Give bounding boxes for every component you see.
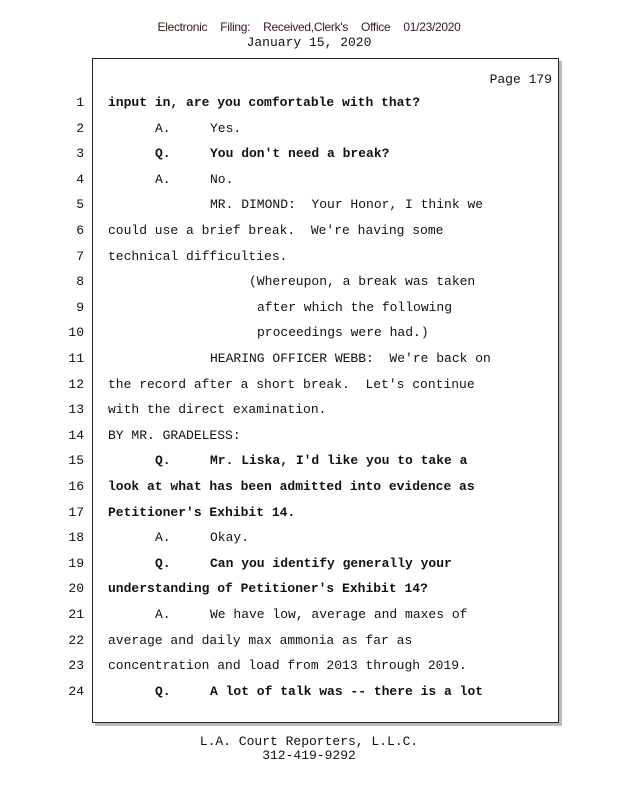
line-text: Petitioner's Exhibit 14. [108,504,296,520]
line-text: average and daily max ammonia as far as [108,632,413,648]
line-text: after which the following [257,299,453,315]
line-number: 8 [76,274,84,290]
line-number: 16 [68,479,84,494]
line-number: 14 [68,427,84,443]
transcript-line: 4 A. No. [0,172,618,192]
transcript-line: 11 HEARING OFFICER WEBB: We're back on [0,351,618,371]
transcript-line: 14 BY MR. GRADELESS: [0,428,618,448]
line-text: MR. DIMOND: Your Honor, I think we [210,197,484,213]
line-text: could use a brief break. We're having so… [108,223,444,238]
footer-phone: 312-419-9292 [262,748,356,763]
line-number: 1 [76,95,84,110]
line-text: (Whereupon, a break was taken [249,274,476,290]
line-number: 18 [68,530,84,546]
line-text: HEARING OFFICER WEBB: We're back on [210,351,491,366]
transcript-line: 18 A. Okay. [0,530,618,550]
transcript-line: 9 after which the following [0,300,618,320]
transcript-line: 2 A. Yes. [0,121,618,141]
line-number: 3 [76,146,84,162]
transcript-line: 5 MR. DIMOND: Your Honor, I think we [0,197,618,217]
transcript-line: 17 Petitioner's Exhibit 14. [0,505,618,525]
line-number: 9 [76,299,84,315]
transcript-line: 6 could use a brief break. We're having s… [0,223,618,243]
speaker-label: A. [155,171,171,187]
line-text: understanding of Petitioner's Exhibit 14… [108,581,428,597]
line-text: the record after a short break. Let's co… [108,376,475,392]
footer-company: L.A. Court Reporters, L.L.C. [199,734,419,749]
speaker-label: Q. [155,555,171,571]
line-text: look at what has been admitted into evid… [108,479,475,494]
line-number: 24 [68,683,84,699]
line-text: with the direct examination. [108,402,327,418]
line-number: 21 [68,607,84,622]
line-text: input in, are you comfortable with that? [108,95,421,110]
speaker-label: A. [155,120,171,136]
line-text: A lot of talk was -- there is a lot [210,683,484,699]
transcript-line: 16 look at what has been admitted into ev… [0,479,618,499]
transcript-line: 23 concentration and load from 2013 throu… [0,658,618,678]
line-text: Okay. [210,530,250,546]
transcript-date: January 15, 2020 [246,35,372,50]
line-text: technical difficulties. [108,248,288,264]
speaker-label: Q. [155,683,171,699]
line-number: 13 [68,402,84,418]
line-number: 15 [68,453,84,469]
transcript-line: 22 average and daily max ammonia as far a… [0,633,618,653]
line-text: You don't need a break? [210,146,390,162]
line-number: 17 [68,504,84,520]
transcript-line: 24 Q. A lot of talk was -- there is a lot [0,684,618,704]
page-number: Page 179 [489,72,552,87]
line-number: 23 [68,658,84,674]
transcript-line: 7 technical difficulties. [0,249,618,269]
speaker-label: Q. [155,453,171,469]
line-text: We have low, average and maxes of [210,607,468,622]
transcript-line: 3 Q. You don't need a break? [0,146,618,166]
line-number: 7 [76,248,84,264]
line-text: Mr. Liska, I'd like you to take a [210,453,468,469]
line-number: 11 [68,351,84,366]
line-number: 4 [76,171,84,187]
transcript-line: 19 Q. Can you identify generally your [0,556,618,576]
transcript-line: 12 the record after a short break. Let's … [0,377,618,397]
line-text: Can you identify generally your [210,555,452,571]
page-frame [92,58,559,723]
line-text: Yes. [210,120,242,136]
transcript-line: 10 proceedings were had.) [0,325,618,345]
transcript-line: 1 input in, are you comfortable with that… [0,95,618,115]
transcript-line: 13 with the direct examination. [0,402,618,422]
line-number: 19 [68,555,84,571]
line-text: No. [210,171,234,187]
transcript-line: 21 A. We have low, average and maxes of [0,607,618,627]
line-text: concentration and load from 2013 through… [108,658,467,674]
line-number: 6 [76,223,84,238]
transcript-line: 15 Q. Mr. Liska, I'd like you to take a [0,453,618,473]
transcript-line: 20 understanding of Petitioner's Exhibit … [0,581,618,601]
transcript-line: 8 (Whereupon, a break was taken [0,274,618,294]
line-number: 2 [76,120,84,136]
line-text: proceedings were had.) [257,325,429,341]
speaker-label: Q. [155,146,171,162]
line-number: 22 [68,632,84,648]
speaker-label: A. [155,530,171,546]
filing-stamp: Electronic Filing: Received,Clerk's Offi… [157,20,461,34]
line-number: 5 [76,197,84,213]
line-number: 12 [68,376,84,392]
line-number: 20 [68,581,84,597]
line-number: 10 [68,325,84,341]
line-text: BY MR. GRADELESS: [108,427,241,443]
speaker-label: A. [155,607,171,622]
